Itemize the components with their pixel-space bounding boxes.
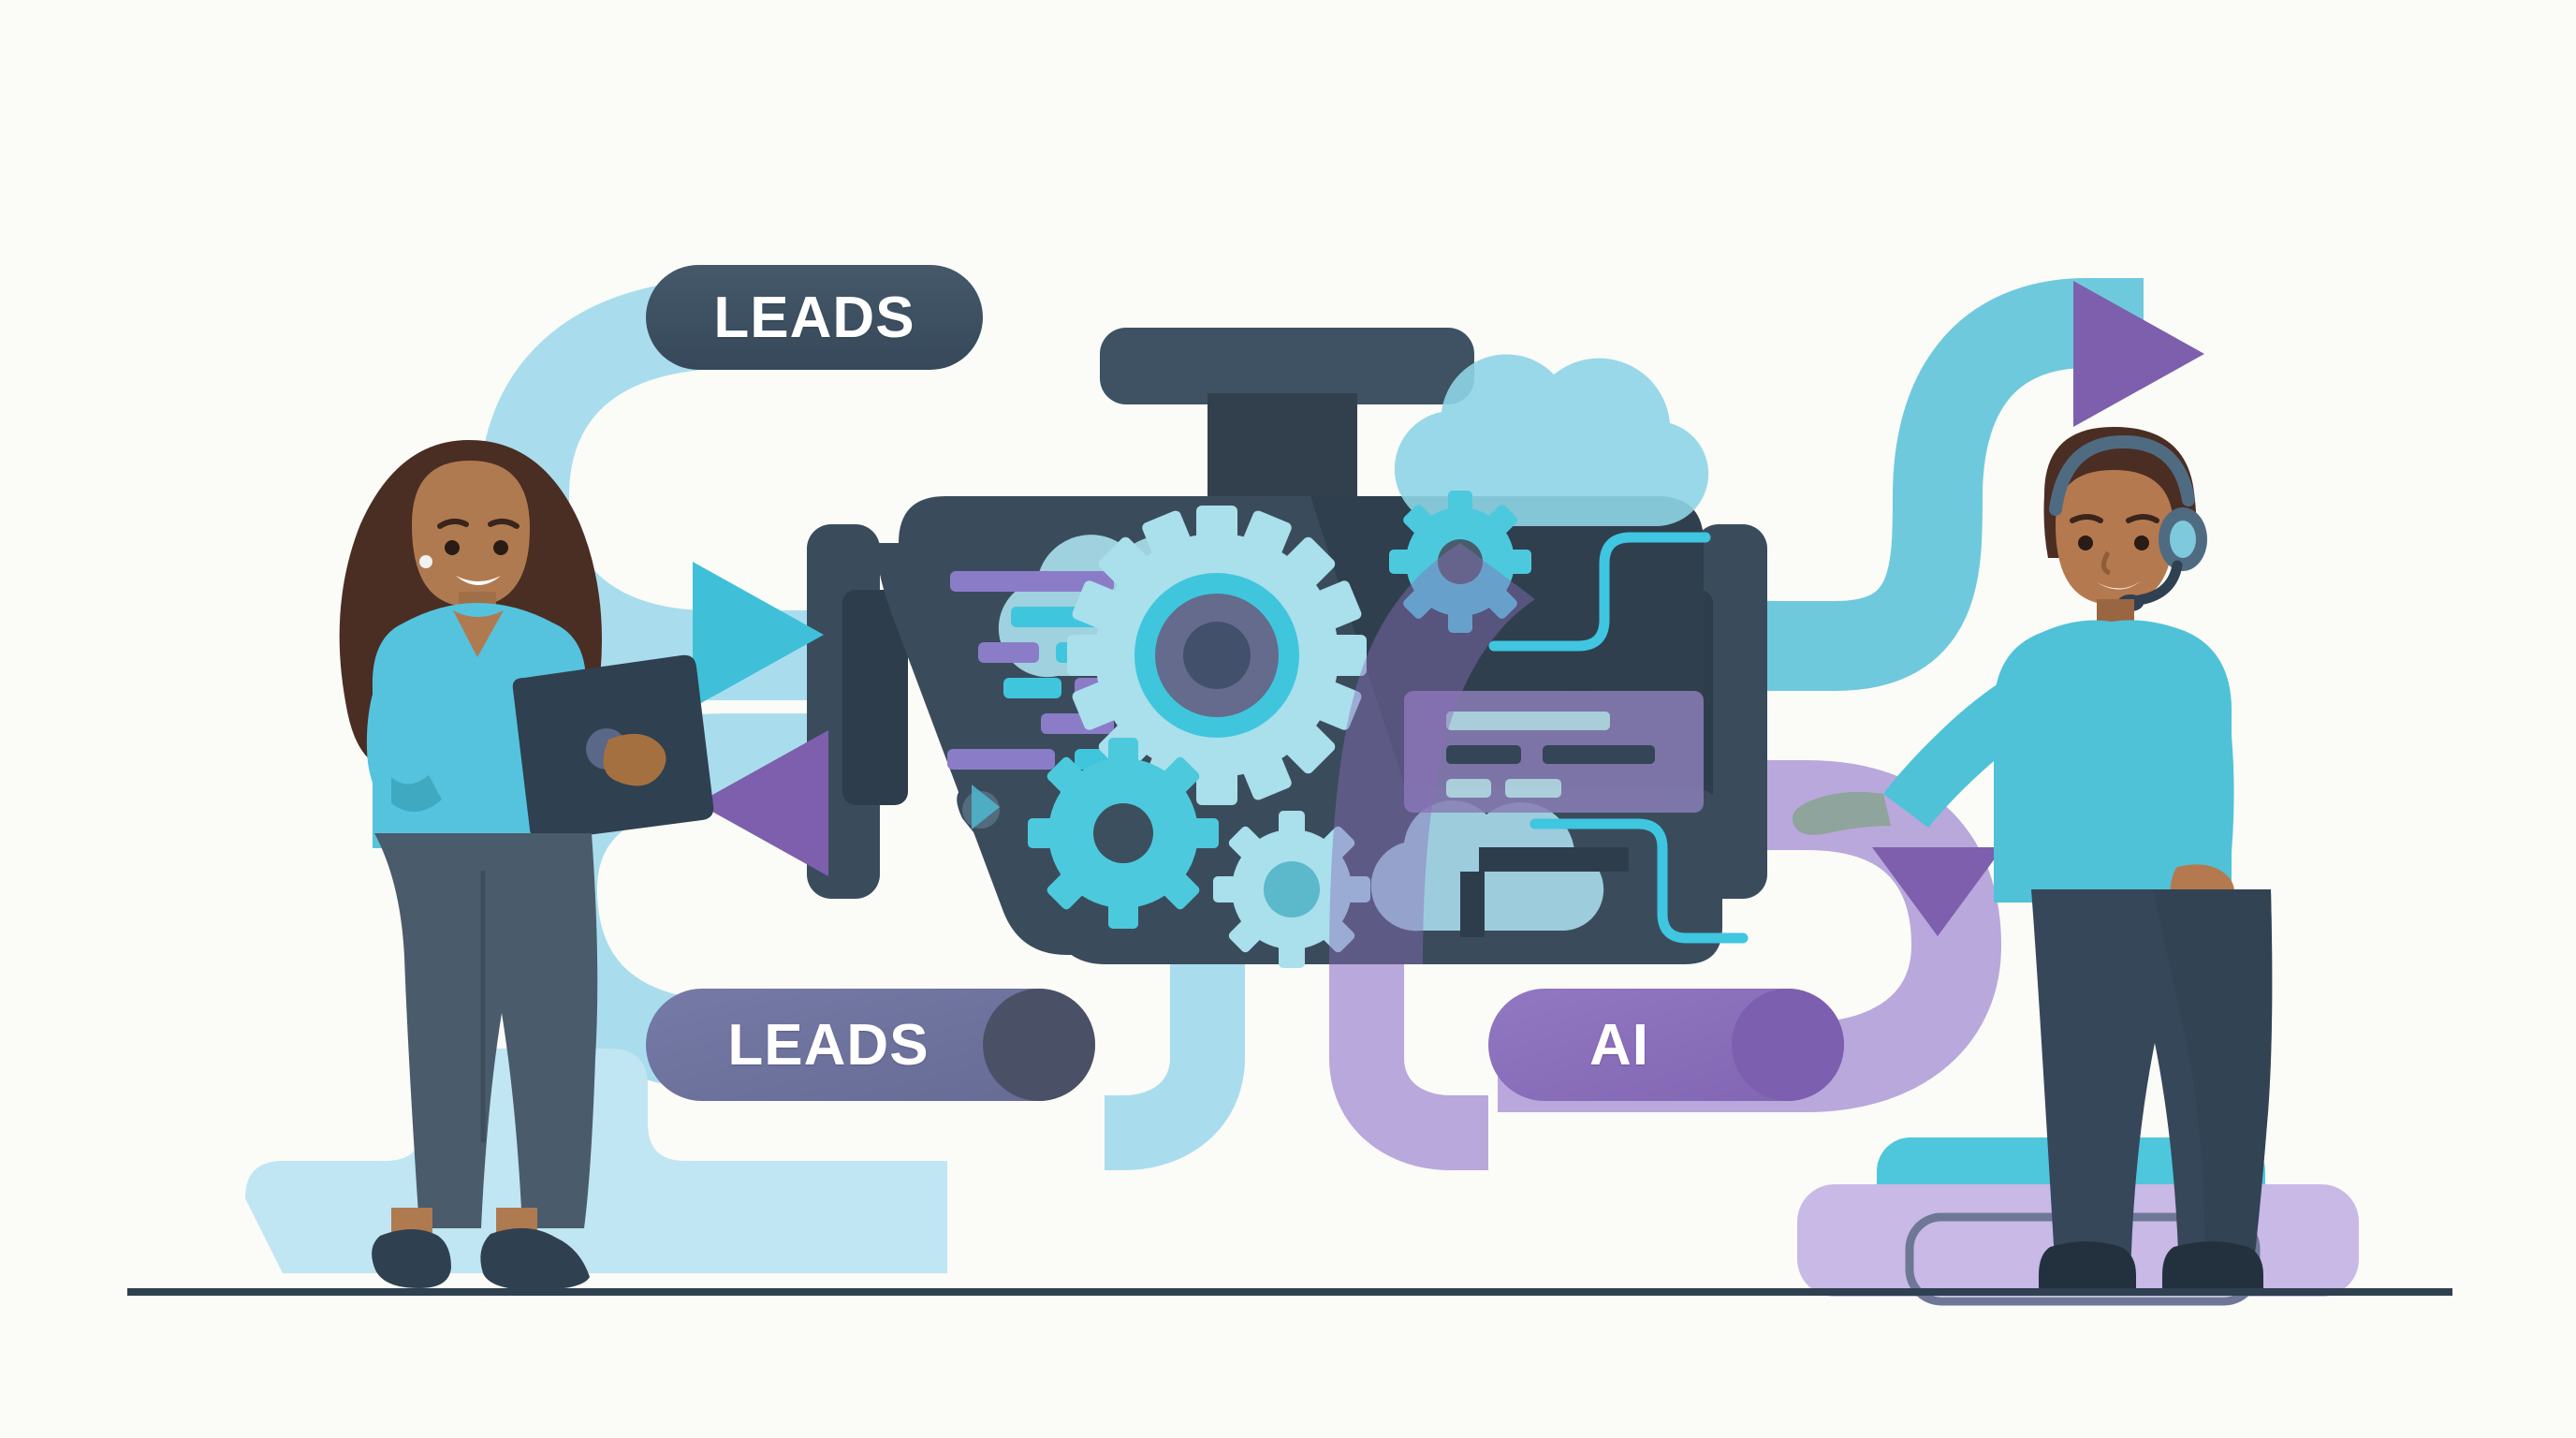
circuit-bar-2 xyxy=(1460,872,1485,937)
nose xyxy=(2101,550,2112,576)
arrow-in-top-icon xyxy=(693,562,824,708)
badge-leads-toggle[interactable] xyxy=(646,989,1095,1101)
engine-purple-overlay xyxy=(1329,543,1535,964)
circuit-traces xyxy=(1488,532,1749,944)
eye-right xyxy=(2134,536,2149,550)
brow-right xyxy=(488,519,520,529)
hand-open-overlay xyxy=(1792,792,1891,835)
shoe-right xyxy=(480,1227,590,1290)
gear-main-icon xyxy=(1067,506,1367,805)
earring xyxy=(419,555,432,568)
shoe-left xyxy=(2039,1241,2136,1294)
circuit-bar xyxy=(1479,847,1629,872)
brow-right xyxy=(2126,514,2159,523)
shoe-left xyxy=(372,1229,451,1288)
smile xyxy=(456,576,501,585)
gear-bottom-icon xyxy=(1213,811,1370,968)
face xyxy=(2056,470,2174,605)
ribbon-engine-drip-cyan xyxy=(1105,927,1245,1170)
engine-vent-arrow xyxy=(972,785,1000,829)
automation-engine xyxy=(807,328,1767,968)
arrow-in-bottom-icon xyxy=(697,730,828,876)
engine-top-bar xyxy=(1100,328,1474,404)
arrow-group xyxy=(693,281,2204,936)
eye-left xyxy=(2078,536,2093,550)
trouser-shadow xyxy=(2153,889,2273,1277)
hand-holding-tablet xyxy=(603,733,666,786)
person-left xyxy=(339,440,714,1290)
badge-leads-top[interactable] xyxy=(646,265,983,370)
cloud-icon-top-right xyxy=(1394,354,1709,528)
gear-lower-left-icon xyxy=(1028,738,1219,929)
arrow-out-top-icon xyxy=(2073,281,2204,427)
ribbon-upper-right-band xyxy=(1685,278,2144,691)
toggle-knob xyxy=(1732,989,1844,1101)
ribbon-engine-drip-purple xyxy=(1329,927,1488,1170)
blouse-vneck xyxy=(453,610,504,657)
arrow-out-bottom-icon xyxy=(1872,847,2003,936)
brow-left xyxy=(2070,514,2103,523)
person-right xyxy=(1792,427,2273,1294)
arm-left xyxy=(366,646,421,805)
face xyxy=(412,461,530,607)
trousers xyxy=(374,833,598,1228)
toggle-knob xyxy=(983,989,1095,1101)
engine-neck xyxy=(1208,393,1357,496)
arm-raised xyxy=(1883,655,2061,828)
arm-down xyxy=(2145,646,2234,873)
shoe-right xyxy=(2162,1241,2263,1294)
badge-ai-toggle[interactable] xyxy=(1488,989,1844,1101)
eye-right xyxy=(493,540,508,555)
data-panel-purple xyxy=(1404,691,1704,813)
gear-upper-right-icon xyxy=(1389,491,1531,633)
eye-left xyxy=(445,540,460,555)
arm-left-cuff xyxy=(391,775,442,813)
brow-left xyxy=(437,519,469,529)
smile xyxy=(2097,580,2142,590)
